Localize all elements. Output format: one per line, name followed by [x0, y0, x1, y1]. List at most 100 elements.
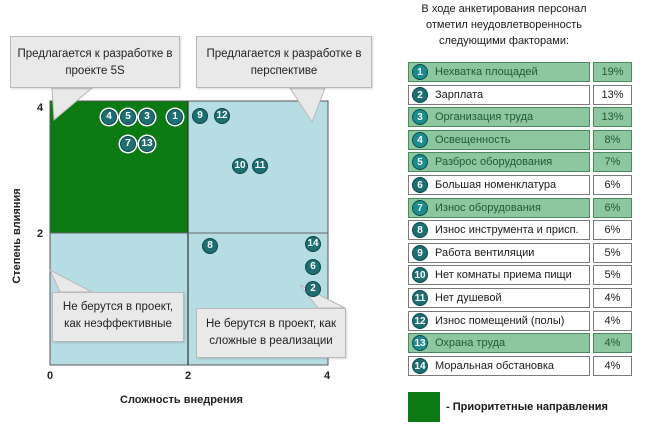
point-1: 1	[167, 109, 183, 125]
factor-name: Износ инструмента и присп.	[435, 224, 579, 237]
factor-name: Износ оборудования	[435, 201, 541, 214]
factor-name-cell: 2 Зарплата	[408, 84, 590, 105]
factor-percent-cell: 6%	[593, 175, 632, 195]
point-10: 10	[232, 158, 248, 174]
point-3: 3	[139, 109, 155, 125]
factor-number-badge: 1	[412, 64, 428, 80]
factor-percent-cell: 5%	[593, 242, 632, 263]
callout-bottom-left: Не берутся в проект, как неэффективные	[52, 292, 184, 342]
callout-top-right-text: Предлагается к разработке в перспективе	[206, 48, 362, 77]
table-row: 9 Работа вентиляции 5%	[408, 242, 632, 263]
factor-name: Разброс оборудования	[435, 156, 553, 169]
table-row: 8 Износ инструмента и присп. 6%	[408, 220, 632, 241]
table-row: 5 Разброс оборудования 7%	[408, 152, 632, 173]
factor-name-cell: 5 Разброс оборудования	[408, 152, 590, 173]
factor-number-badge: 5	[412, 154, 428, 171]
table-row: 2 Зарплата 13%	[408, 84, 632, 105]
table-row: 11 Нет душевой 4%	[408, 288, 632, 308]
factor-number-badge: 12	[412, 312, 428, 329]
callout-top-right: Предлагается к разработке в перспективе	[196, 36, 372, 88]
table-row: 7 Износ оборудования 6%	[408, 197, 632, 218]
factor-name-cell: 4 Освещенность	[408, 129, 590, 150]
factor-number-badge: 3	[412, 109, 428, 126]
point-14: 14	[305, 236, 321, 252]
factor-number-badge: 4	[412, 131, 428, 148]
legend-label: - Приоритетные направления	[446, 401, 608, 413]
factor-name: Работа вентиляции	[435, 246, 535, 259]
factor-name: Нет душевой	[435, 292, 502, 304]
table-row: 1 Нехватка площадей 19%	[408, 62, 632, 82]
factor-number-badge: 2	[412, 86, 428, 103]
factor-number-badge: 8	[412, 222, 428, 239]
factor-percent-cell: 19%	[593, 62, 632, 82]
point-6: 6	[305, 259, 321, 275]
x-tick-2: 2	[185, 370, 192, 382]
callout-top-left-text: Предлагается к разработке в проекте 5S	[17, 48, 173, 77]
factor-name-cell: 11 Нет душевой	[408, 288, 590, 308]
factor-name: Зарплата	[435, 88, 484, 101]
factor-name: Нет комнаты приема пищи	[435, 269, 572, 282]
callout-bottom-right: Не берутся в проект, как сложные в реали…	[196, 308, 346, 358]
table-row: 13 Охрана труда 4%	[408, 333, 632, 354]
quadrant-top-left	[50, 101, 188, 233]
point-7: 7	[120, 136, 136, 152]
factor-name-cell: 9 Работа вентиляции	[408, 242, 590, 263]
table-row: 3 Организация труда 13%	[408, 107, 632, 128]
factor-name: Освещенность	[435, 133, 511, 146]
point-4: 4	[101, 109, 117, 125]
factor-percent-cell: 13%	[593, 107, 632, 128]
y-tick-2: 2	[37, 228, 44, 240]
x-tick-0: 0	[47, 370, 54, 382]
factor-name: Охрана труда	[435, 337, 506, 350]
point-9: 9	[192, 108, 208, 124]
factor-name-cell: 14 Моральная обстановка	[408, 355, 590, 376]
factor-name: Организация труда	[435, 111, 534, 124]
factor-percent-cell: 4%	[593, 288, 632, 308]
factor-percent-cell: 7%	[593, 152, 632, 173]
factor-percent-cell: 6%	[593, 220, 632, 241]
y-tick-4: 4	[37, 102, 44, 114]
x-axis-title: Сложность внедрения	[120, 394, 243, 406]
factor-number-badge: 7	[412, 199, 428, 216]
factor-number-badge: 13	[412, 335, 428, 352]
factor-number-badge: 10	[412, 267, 428, 284]
factor-name-cell: 10 Нет комнаты приема пищи	[408, 265, 590, 286]
point-8: 8	[202, 238, 218, 254]
point-2: 2	[305, 281, 321, 297]
factor-name: Износ помещений (полы)	[435, 314, 565, 327]
factor-name-cell: 3 Организация труда	[408, 107, 590, 128]
factor-percent-cell: 6%	[593, 197, 632, 218]
table-row: 14 Моральная обстановка 4%	[408, 355, 632, 376]
factor-percent-cell: 4%	[593, 355, 632, 376]
factor-number-badge: 6	[412, 177, 428, 193]
factor-percent-cell: 13%	[593, 84, 632, 105]
table-row: 10 Нет комнаты приема пищи 5%	[408, 265, 632, 286]
callout-top-left: Предлагается к разработке в проекте 5S	[10, 36, 180, 88]
factor-name-cell: 7 Износ оборудования	[408, 197, 590, 218]
factor-name: Нехватка площадей	[435, 66, 538, 78]
point-13: 13	[139, 136, 155, 152]
callout-bottom-left-text: Не берутся в проект, как неэффективные	[62, 301, 174, 330]
point-12: 12	[214, 108, 230, 124]
callout-bottom-right-text: Не берутся в проект, как сложные в реали…	[205, 318, 337, 347]
point-5: 5	[120, 109, 136, 125]
factor-name-cell: 1 Нехватка площадей	[408, 62, 590, 82]
factor-number-badge: 9	[412, 244, 428, 261]
factor-number-badge: 14	[412, 357, 428, 374]
factor-name-cell: 8 Износ инструмента и присп.	[408, 220, 590, 241]
factor-name-cell: 13 Охрана труда	[408, 333, 590, 354]
factor-name: Моральная обстановка	[435, 359, 555, 372]
y-axis-title: Степень влияния	[11, 188, 23, 284]
factor-name-cell: 12 Износ помещений (полы)	[408, 310, 590, 331]
point-11: 11	[252, 158, 268, 174]
table-heading: В ходе анкетирования персонал отметил не…	[421, 3, 587, 47]
legend-swatch	[408, 392, 440, 422]
factor-percent-cell: 4%	[593, 333, 632, 354]
factor-number-badge: 11	[412, 290, 428, 306]
factor-percent-cell: 5%	[593, 265, 632, 286]
